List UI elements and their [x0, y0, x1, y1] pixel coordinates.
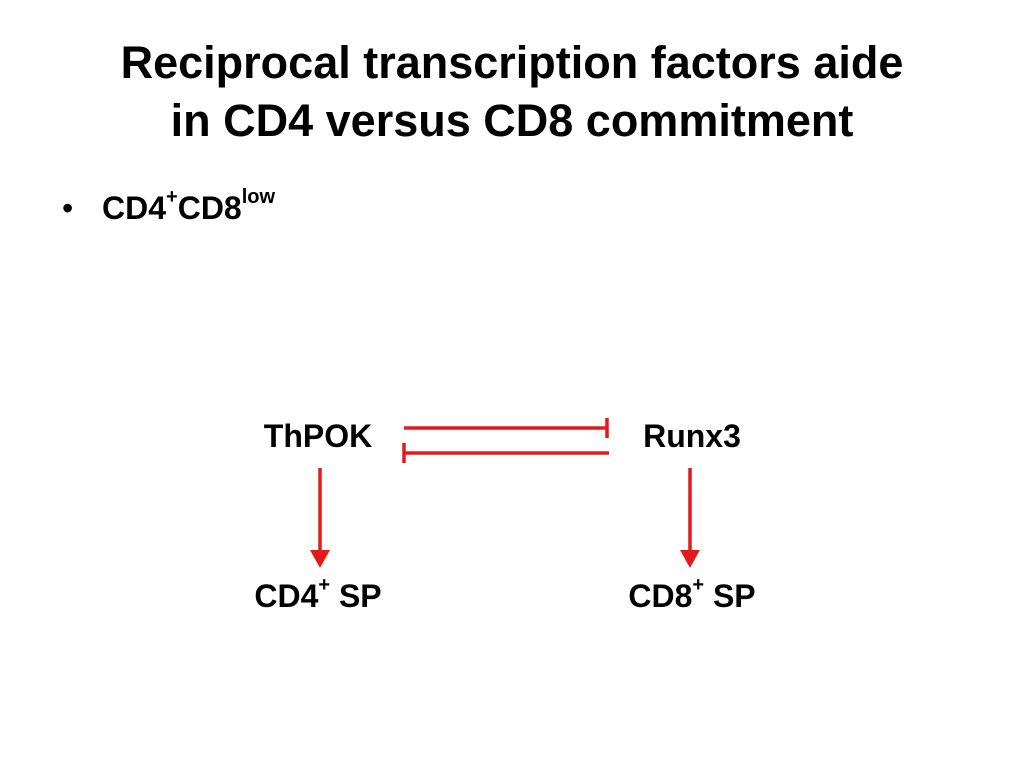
cd8sp-sup: +: [692, 574, 705, 597]
title-line-1: Reciprocal transcription factors aide: [120, 37, 904, 88]
bullet-text-cd8: CD8: [177, 190, 242, 226]
cd8sp-tail: SP: [704, 578, 756, 614]
node-runx3: Runx3: [643, 418, 741, 454]
cd8sp-main: CD8: [628, 578, 693, 614]
bullet-sup-low: low: [241, 186, 276, 209]
arrowhead-cd4sp: [310, 550, 330, 568]
cd4sp-main: CD4: [254, 578, 319, 614]
node-cd8-sp: CD8+ SP: [592, 575, 792, 615]
bullet-item: • CD4+CD8low: [62, 187, 275, 227]
node-thpok: ThPOK: [263, 418, 373, 454]
bullet-dot: •: [62, 190, 74, 226]
bullet-text-cd4: CD4: [102, 190, 167, 226]
cd4sp-sup: +: [318, 574, 331, 597]
cd4sp-tail: SP: [330, 578, 382, 614]
node-cd4-sp: CD4+ SP: [218, 575, 418, 615]
title-line-2: in CD4 versus CD8 commitment: [170, 95, 854, 146]
bullet-sup-plus: +: [166, 186, 178, 209]
arrowhead-cd8sp: [680, 550, 700, 568]
slide-title: Reciprocal transcription factors aide in…: [40, 34, 984, 150]
